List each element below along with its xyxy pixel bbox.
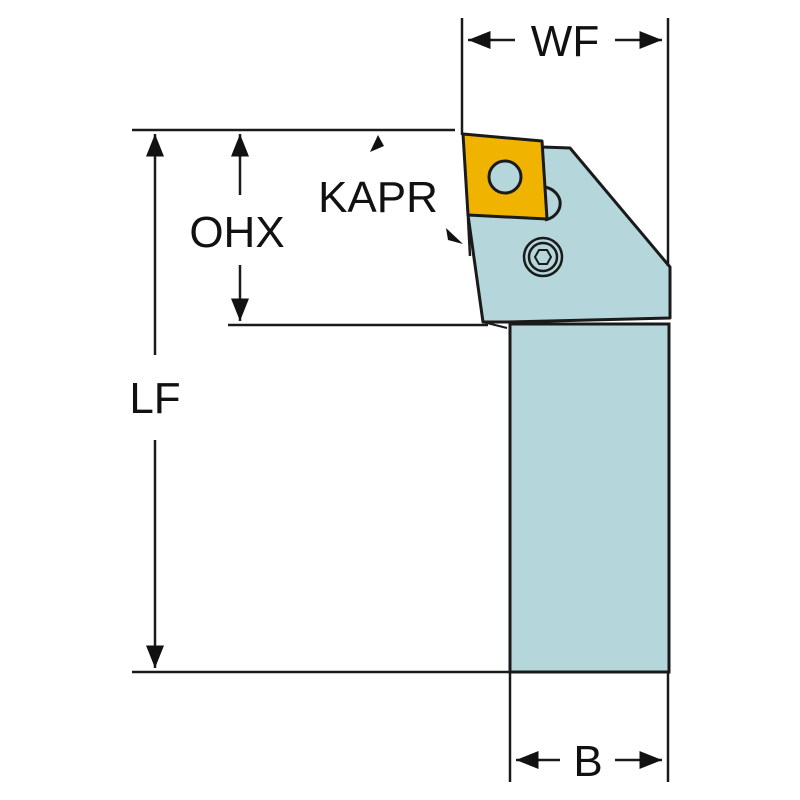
label-kapr: KAPR (318, 173, 438, 222)
label-wf: WF (531, 17, 599, 66)
kapr-arrow-bottom (446, 228, 463, 244)
kapr-arrow-top (370, 135, 384, 152)
label-lf: LF (129, 374, 180, 423)
insert-hole (487, 159, 523, 195)
dimension-lines (132, 18, 670, 782)
label-ohx: OHX (189, 208, 284, 257)
head-step-line (482, 321, 508, 329)
label-b: B (573, 737, 602, 786)
clamp-pocket (544, 185, 562, 222)
hex-screw-icon (522, 236, 564, 278)
tool-shank (508, 322, 671, 674)
